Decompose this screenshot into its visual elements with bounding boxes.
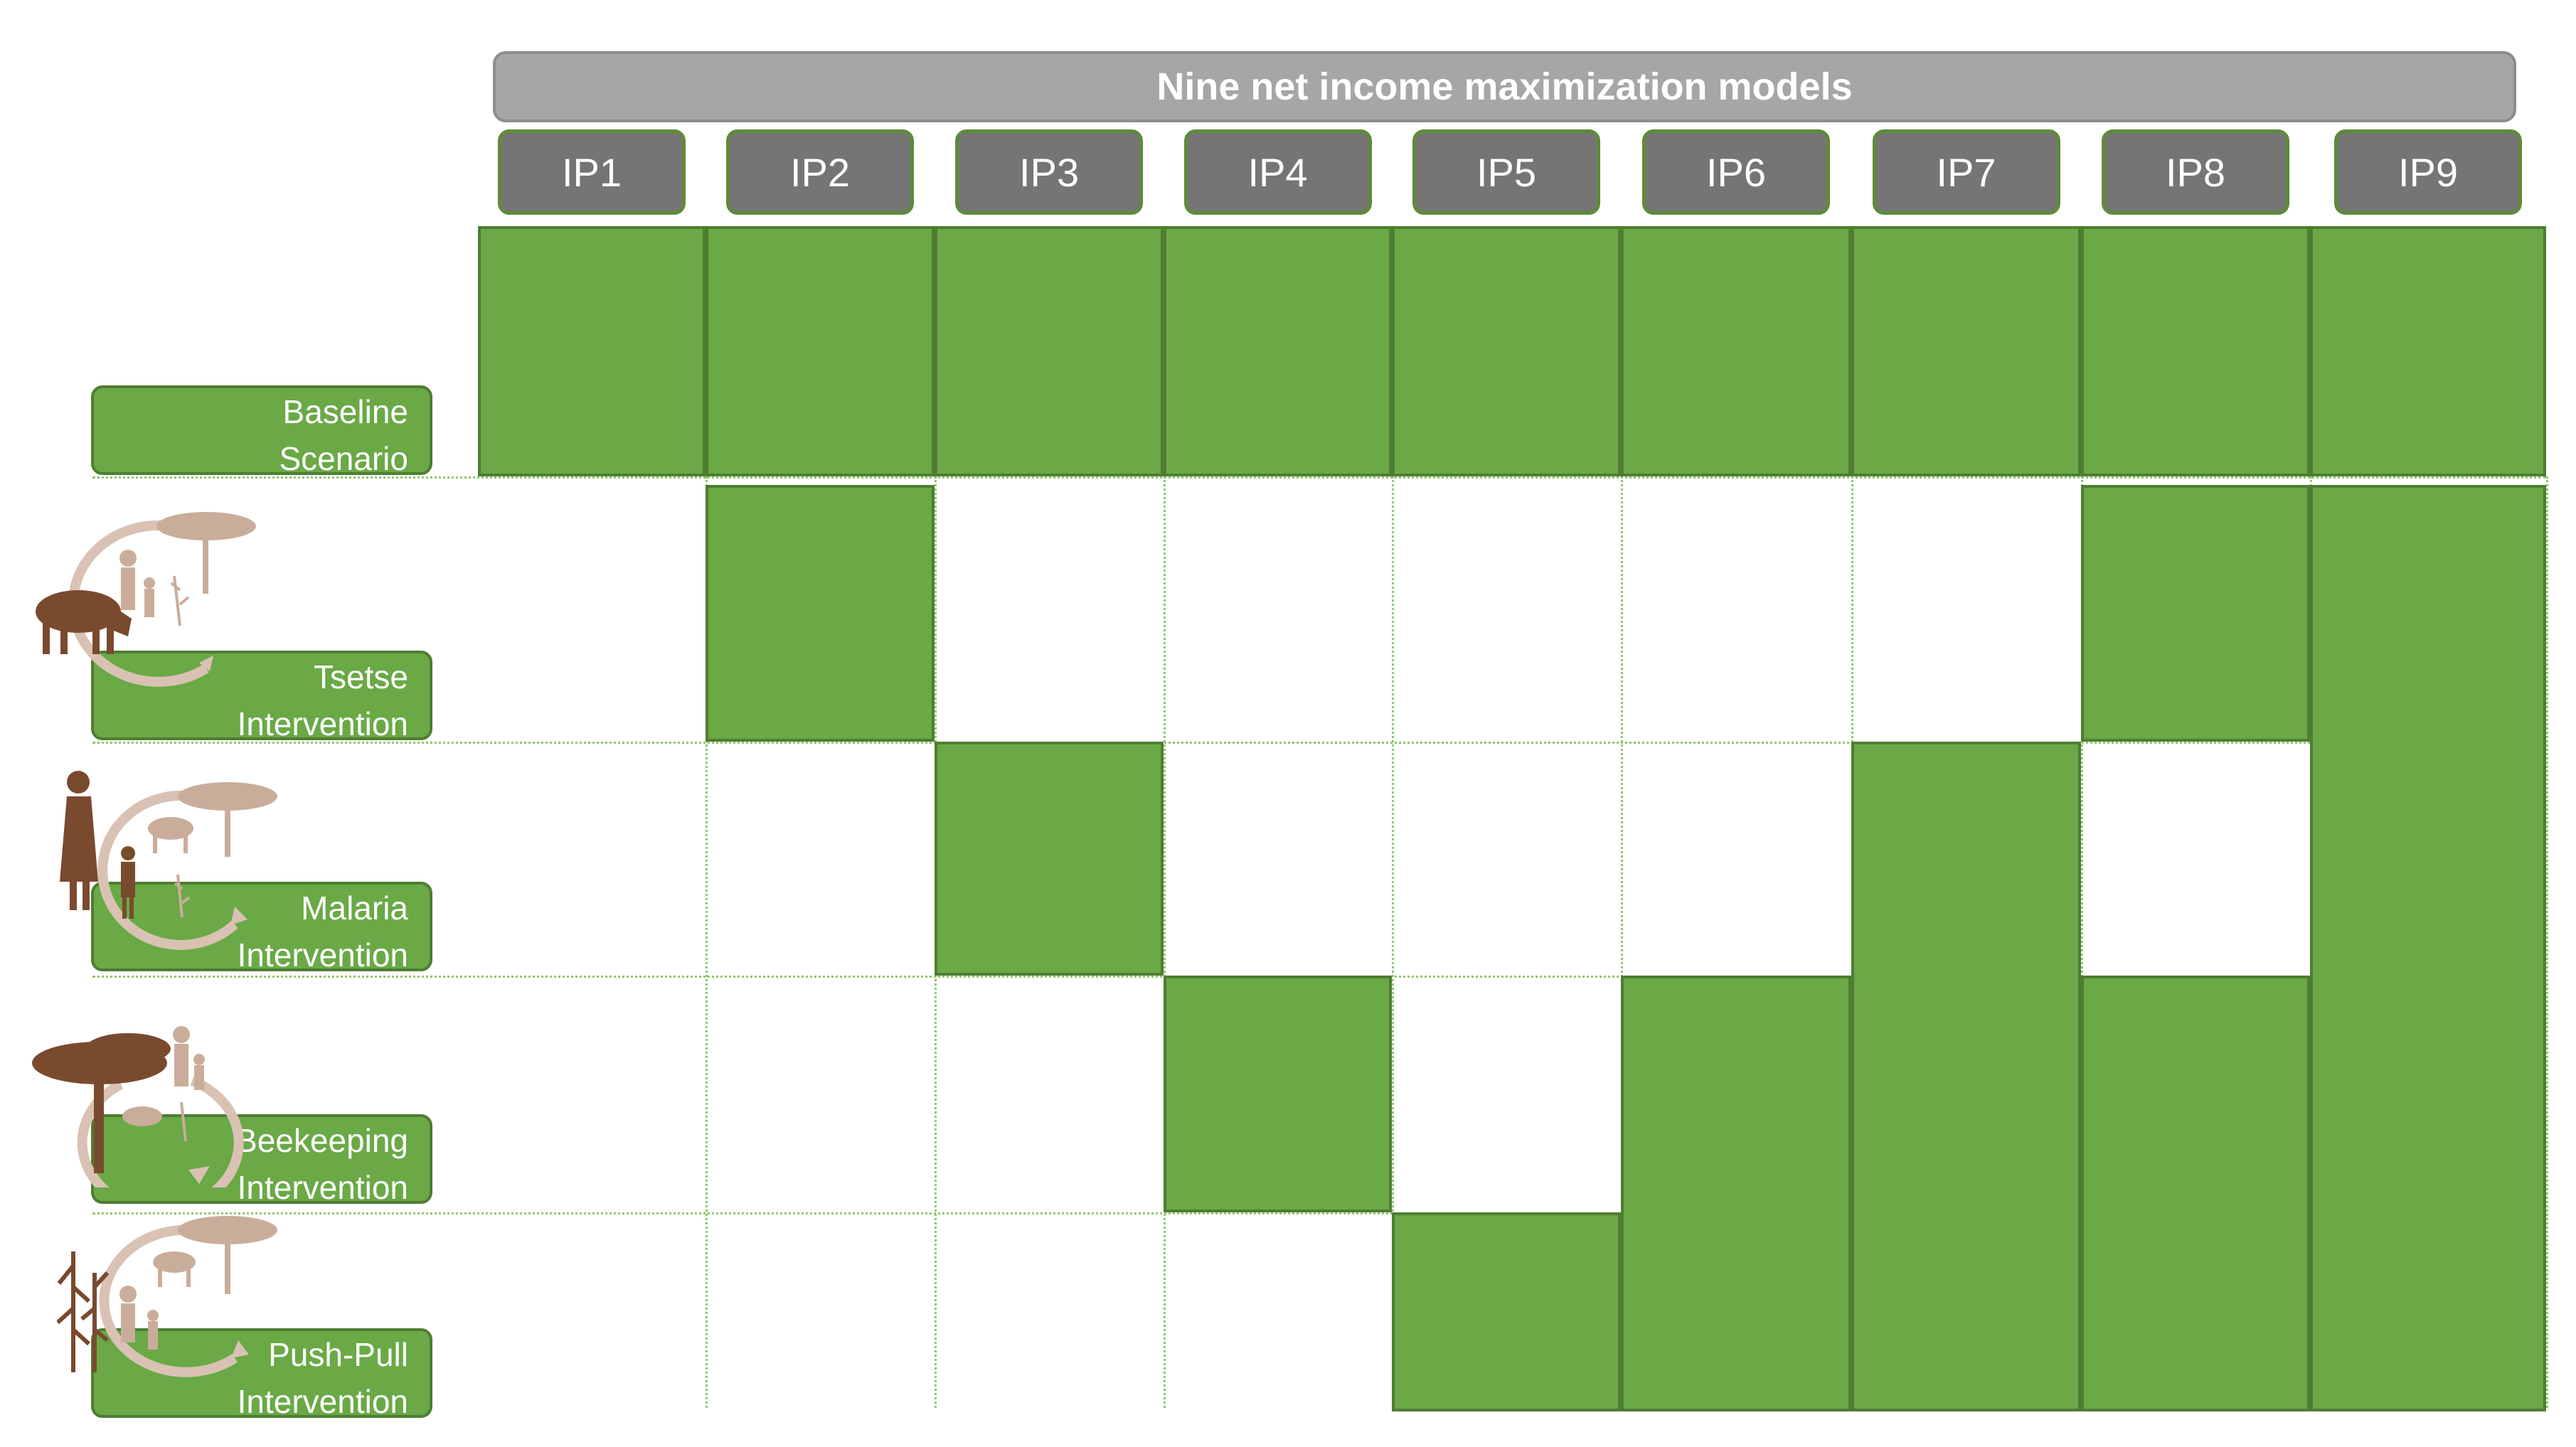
matrix-cell-ip7 <box>1851 742 2081 1411</box>
model-tab-ip4: IP4 <box>1183 129 1372 215</box>
scenario-label-malaria: Malaria Intervention <box>91 882 432 973</box>
scenario-label-line1: Baseline <box>282 393 408 430</box>
matrix-cell-ip5 <box>1392 1212 1621 1411</box>
matrix-cell-ip4 <box>1164 976 1392 1212</box>
scenario-label-line1: Malaria <box>301 890 408 927</box>
scenario-label-line2: Intervention <box>237 705 408 742</box>
grid-row-divider <box>92 1212 2546 1214</box>
matrix-cell-ip4 <box>1164 226 1392 476</box>
scenario-label-line2: Intervention <box>237 1383 408 1420</box>
grid-column-divider <box>1392 476 1394 1408</box>
malaria-people-icon <box>60 771 277 950</box>
scenario-label-line2: Intervention <box>237 936 408 973</box>
tsetse-cow-icon <box>36 512 256 687</box>
matrix-cell-ip6 <box>1621 976 1851 1411</box>
grid-column-divider <box>2546 476 2548 1408</box>
model-tab-ip3: IP3 <box>955 129 1143 215</box>
scenario-label-line1: Tsetse <box>314 658 408 695</box>
scenario-label-line2: Intervention <box>237 1169 408 1206</box>
model-tab-ip8: IP8 <box>2102 129 2289 215</box>
grid-row-divider <box>92 476 2546 479</box>
matrix-cell-ip2 <box>706 226 935 476</box>
scenario-label-line2: Scenario <box>279 440 408 477</box>
matrix-cell-ip8 <box>2081 976 2310 1411</box>
grid-column-divider <box>706 476 708 1408</box>
push-pull-maize-icon <box>57 1216 277 1377</box>
matrix-cell-ip8 <box>2081 226 2310 476</box>
matrix-cell-ip7 <box>1851 226 2081 476</box>
grid-column-divider <box>1621 476 1623 1408</box>
matrix-cell-ip5 <box>1392 226 1621 476</box>
matrix-cell-ip6 <box>1621 226 1851 476</box>
grid-column-divider <box>2081 476 2083 1408</box>
models-banner: Nine net income maximization models <box>493 51 2516 122</box>
matrix-cell-ip3 <box>935 742 1164 976</box>
model-tab-ip9: IP9 <box>2334 129 2522 215</box>
matrix-cell-ip3 <box>935 226 1164 476</box>
scenario-label-push-pull: Push-Pull Intervention <box>91 1328 432 1420</box>
scenario-label-line1: Beekeeping <box>235 1122 408 1159</box>
beekeeping-tree-icon <box>32 1026 244 1187</box>
scenario-label-baseline: Baseline Scenario <box>91 385 432 477</box>
scenario-label-line1: Push-Pull <box>268 1336 408 1373</box>
scenario-label-tsetse: Tsetse Intervention <box>91 651 432 742</box>
grid-column-divider <box>1164 476 1166 1408</box>
model-tab-ip5: IP5 <box>1412 129 1600 215</box>
matrix-cell-ip1 <box>478 226 706 476</box>
model-tab-ip1: IP1 <box>498 129 686 215</box>
grid-row-divider <box>92 742 2546 744</box>
matrix-cell-ip9 <box>2310 485 2546 1411</box>
matrix-cell-ip2 <box>706 485 935 742</box>
model-tab-ip2: IP2 <box>726 129 914 215</box>
matrix-cell-ip9 <box>2310 226 2546 476</box>
model-tab-ip6: IP6 <box>1642 129 1830 215</box>
matrix-cell-ip8 <box>2081 485 2310 742</box>
scenario-label-beekeeping: Beekeeping Intervention <box>91 1114 432 1206</box>
model-tab-ip7: IP7 <box>1872 129 2060 215</box>
